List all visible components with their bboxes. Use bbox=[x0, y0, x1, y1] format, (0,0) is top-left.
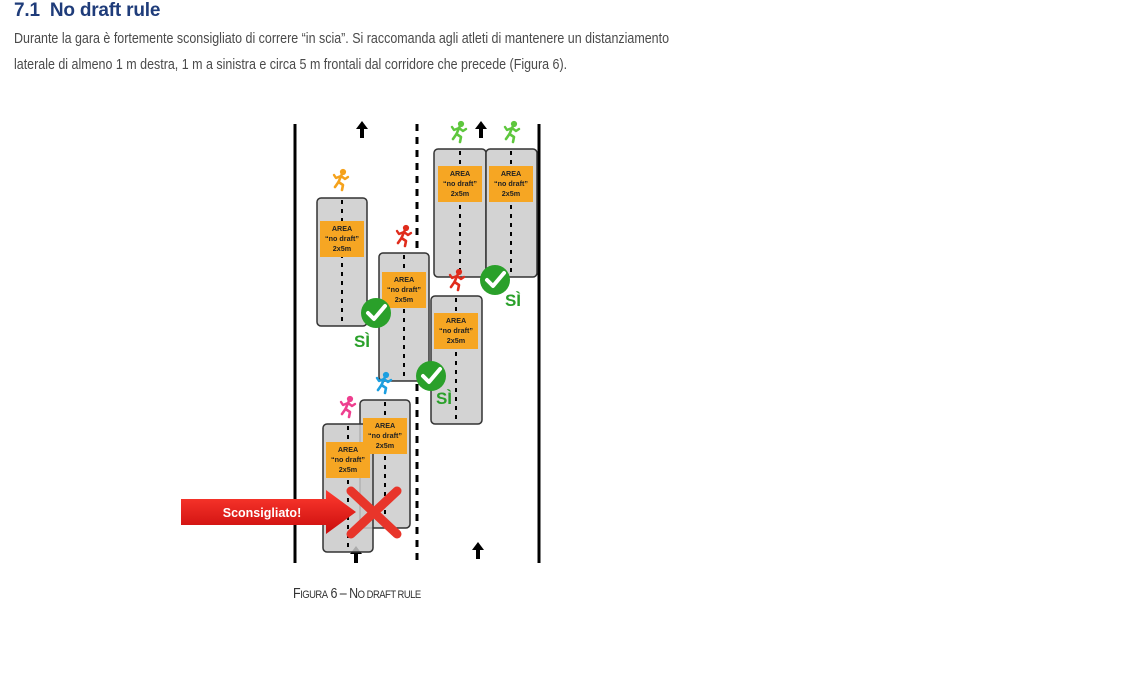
area-label-text: “no draft” bbox=[387, 285, 421, 294]
area-label-text: 2x5m bbox=[376, 441, 394, 450]
area-label-text: AREA bbox=[375, 421, 395, 430]
area-label-text: AREA bbox=[394, 275, 414, 284]
area-label-text: 2x5m bbox=[395, 295, 413, 304]
ok-label: SÌ bbox=[354, 332, 370, 351]
area-label-text: “no draft” bbox=[439, 326, 473, 335]
area-label-text: AREA bbox=[450, 169, 470, 178]
area-label: AREA“no draft”2x5m bbox=[382, 272, 426, 308]
check-icon bbox=[361, 298, 391, 328]
cross-icon bbox=[346, 486, 402, 539]
area-label-text: 2x5m bbox=[333, 244, 351, 253]
check-icon bbox=[480, 265, 510, 295]
area-label-text: “no draft” bbox=[443, 179, 477, 188]
section-heading: 7.1 No draft rule bbox=[14, 0, 160, 22]
runner-icon bbox=[339, 395, 357, 419]
check-icon bbox=[416, 361, 446, 391]
road-edges bbox=[293, 124, 541, 563]
direction-arrow-icon bbox=[356, 121, 368, 138]
runner-icon bbox=[450, 120, 468, 144]
area-label-text: AREA bbox=[501, 169, 521, 178]
figure-caption: FIGURA 6 – NO DRAFT RULE bbox=[293, 586, 421, 602]
area-label-text: “no draft” bbox=[331, 455, 365, 464]
area-label: AREA“no draft”2x5m bbox=[320, 221, 364, 257]
runner-icon bbox=[503, 120, 521, 144]
runner-icon bbox=[395, 224, 413, 248]
section-number: 7.1 bbox=[14, 0, 40, 21]
area-label: AREA“no draft”2x5m bbox=[489, 166, 533, 202]
area-label: AREA“no draft”2x5m bbox=[363, 418, 407, 454]
ok-label: SÌ bbox=[505, 291, 521, 310]
area-label-text: 2x5m bbox=[447, 336, 465, 345]
warning-arrow: Sconsigliato! bbox=[181, 490, 356, 534]
no-draft-area bbox=[316, 197, 368, 327]
body-paragraph: Durante la gara è fortemente sconsigliat… bbox=[14, 31, 670, 73]
direction-arrow-icon bbox=[475, 121, 487, 138]
area-label-text: “no draft” bbox=[325, 234, 359, 243]
area-label-text: 2x5m bbox=[451, 189, 469, 198]
section-title: No draft rule bbox=[49, 0, 161, 21]
area-label-text: 2x5m bbox=[502, 189, 520, 198]
area-label-text: 2x5m bbox=[339, 465, 357, 474]
area-label: AREA“no draft”2x5m bbox=[434, 313, 478, 349]
direction-arrow-icon bbox=[472, 542, 484, 559]
runner-icon bbox=[332, 168, 350, 192]
ok-label: SÌ bbox=[436, 389, 452, 408]
area-label-text: “no draft” bbox=[368, 431, 402, 440]
area-label: AREA“no draft”2x5m bbox=[438, 166, 482, 202]
area-label-text: AREA bbox=[332, 224, 352, 233]
area-label-text: “no draft” bbox=[494, 179, 528, 188]
area-label-text: AREA bbox=[446, 316, 466, 325]
area-label-text: AREA bbox=[338, 445, 358, 454]
warning-label: Sconsigliato! bbox=[223, 506, 301, 520]
area-label: AREA“no draft”2x5m bbox=[326, 442, 370, 478]
